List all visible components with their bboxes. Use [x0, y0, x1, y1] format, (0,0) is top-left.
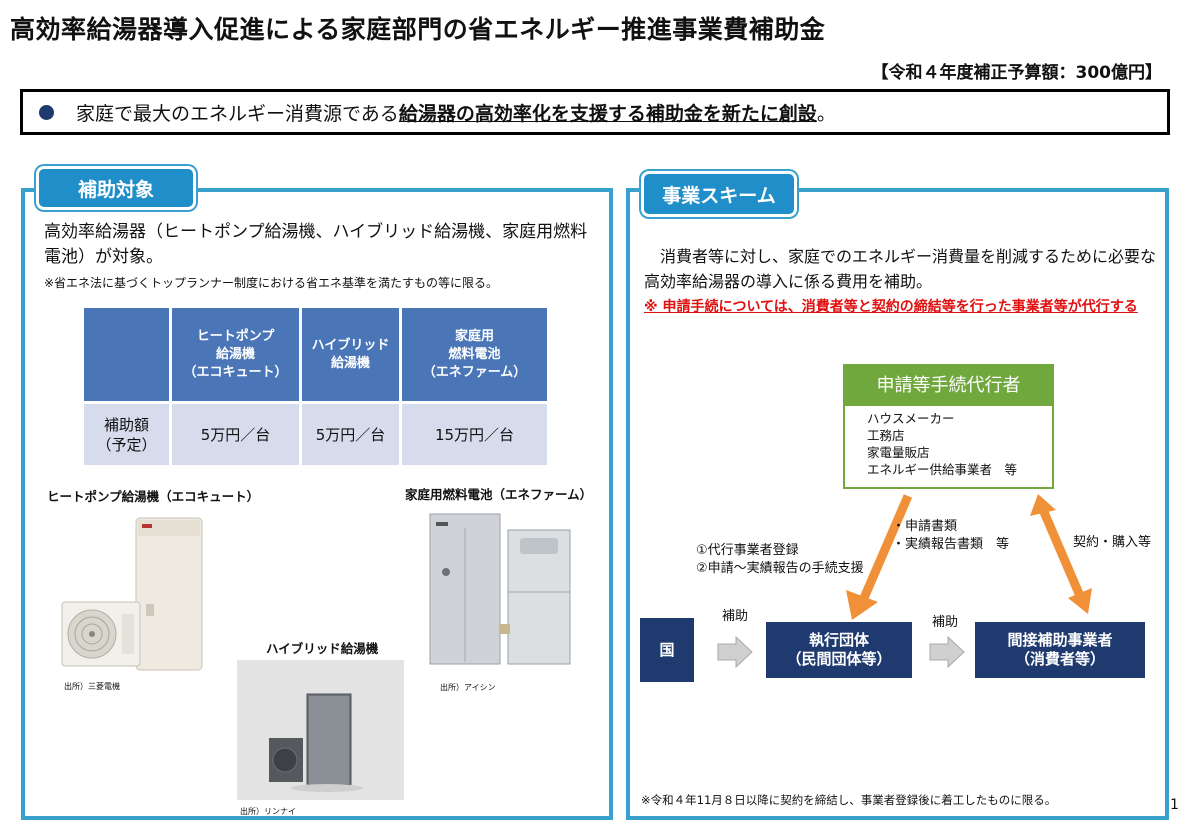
value-hybrid: 5万円／台 [299, 401, 402, 468]
contract-label: 契約・購入等 [1073, 535, 1152, 550]
scheme-description: 消費者等に対し、家庭でのエネルギー消費量を削減するために必要な高効率給湯器の導入… [644, 247, 1157, 291]
agent-item: エネルギー供給事業者 等 [867, 462, 1018, 477]
scheme-red-note: ※ 申請手続については、消費者等と契約の締結等を行った事業者等が代行する [644, 299, 1138, 315]
business-scheme-panel [626, 188, 1169, 820]
budget-amount: 【令和４年度補正予算額：300億円】 [871, 63, 1163, 83]
summary-box: 家庭で最大のエネルギー消費源である給湯器の高効率化を支援する補助金を新たに創設。 [20, 89, 1170, 135]
hybrid-image-background [237, 660, 404, 800]
header-heatpump: ヒートポンプ 給湯機 （エコキュート） [169, 305, 302, 404]
value-heatpump: 5万円／台 [169, 401, 302, 468]
flow-label-2: 補助 [932, 615, 959, 630]
target-description: 高効率給湯器（ヒートポンプ給湯機、ハイブリッド給湯機、家庭用燃料電池）が対象。 [44, 222, 588, 267]
summary-plain: 家庭で最大のエネルギー消費源である [76, 102, 399, 125]
flow-label-1: 補助 [722, 609, 749, 624]
summary-strong: 給湯器の高効率化を支援する補助金を新たに創設 [398, 102, 817, 125]
scheme-footnote: ※令和４年11月８日以降に契約を締結し、事業者登録後に着工したものに限る。 [641, 793, 1057, 807]
executor-box: 執行団体 （民間団体等） [766, 622, 912, 678]
agent-list: ハウスメーカー 工務店 家電量販店 エネルギー供給事業者 等 [843, 404, 1054, 489]
agent-item: 家電量販店 [867, 445, 930, 460]
fuelcell-image [429, 513, 571, 665]
country-box: 国 [640, 618, 694, 682]
indirect-recipient-box: 間接補助事業者 （消費者等） [975, 622, 1145, 678]
summary-end: 。 [816, 102, 836, 125]
page-number: 1 [1170, 797, 1179, 813]
header-fuelcell: 家庭用 燃料電池 （エネファーム） [399, 305, 550, 404]
gray-arrow-icon [929, 636, 965, 668]
source-hybrid: 出所）リンナイ [240, 807, 296, 816]
row-label: 補助額 （予定） [81, 401, 172, 468]
subsidy-target-tab: 補助対象 [36, 166, 196, 210]
flow-arrows [846, 494, 1092, 620]
subsidy-target-panel [21, 188, 613, 820]
orange-double-arrow-contract [1030, 494, 1092, 614]
caption-fuelcell: 家庭用燃料電池（エネファーム） [405, 487, 593, 502]
source-fuelcell: 出所）アイシン [440, 683, 496, 692]
docs-list: ・申請書類 ・実績報告書類 等 [892, 519, 1010, 552]
header-hybrid: ハイブリッド 給湯機 [299, 305, 402, 404]
source-heatpump: 出所）三菱電機 [64, 682, 120, 691]
page-title: 高効率給湯器導入促進による家庭部門の省エネルギー推進事業費補助金 [10, 15, 826, 44]
agent-item: ハウスメーカー [867, 411, 955, 426]
heatpump-water-heater-image [61, 517, 203, 671]
support-steps: ①代行事業者登録 ②申請～実績報告の手続支援 [696, 543, 864, 576]
gray-arrow-icon [717, 636, 753, 668]
caption-heatpump: ヒートポンプ給湯機（エコキュート） [47, 489, 260, 504]
bullet-icon [39, 104, 54, 120]
orange-arrow-docs [846, 494, 913, 620]
business-scheme-tab: 事業スキーム [641, 171, 797, 217]
value-fuelcell: 15万円／台 [399, 401, 550, 468]
subsidy-table: ヒートポンプ 給湯機 （エコキュート） ハイブリッド 給湯機 家庭用 燃料電池 … [81, 305, 550, 468]
hybrid-water-heater-image [269, 693, 363, 792]
table-corner [81, 305, 172, 404]
agent-item: 工務店 [867, 428, 905, 443]
agent-title: 申請等手続代行者 [843, 364, 1054, 404]
target-note: ※省エネ法に基づくトップランナー制度における省エネ基準を満たすもの等に限る。 [44, 276, 499, 290]
caption-hybrid: ハイブリッド給湯機 [266, 641, 379, 656]
